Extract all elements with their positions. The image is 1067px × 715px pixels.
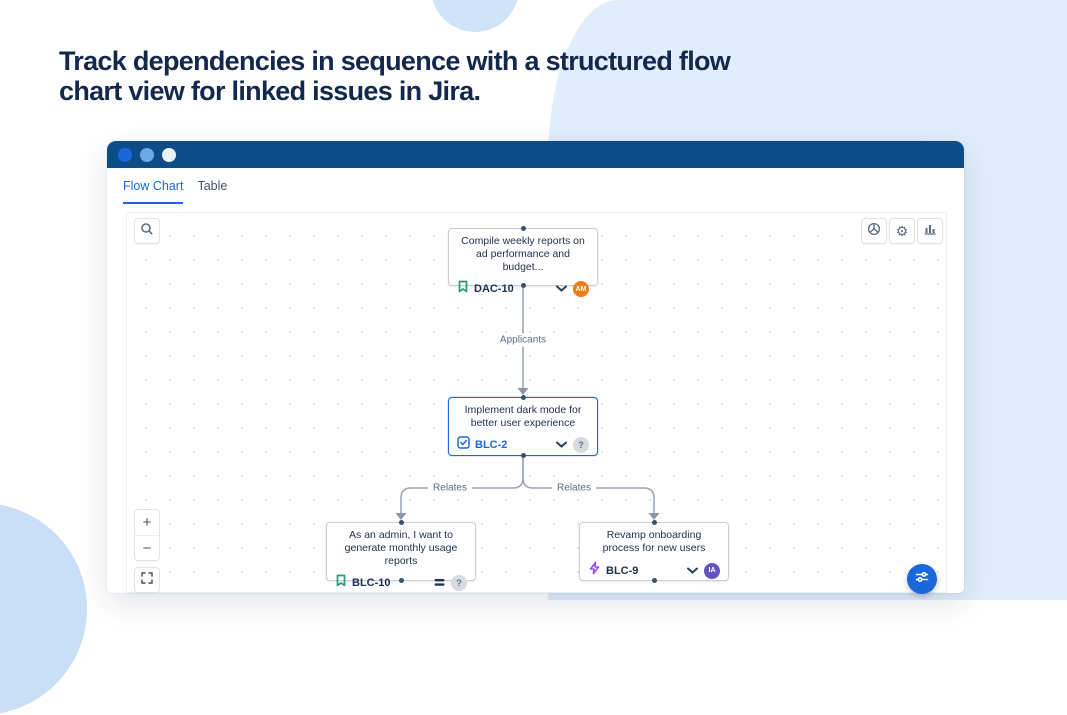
epic-lightning-icon xyxy=(588,561,601,580)
chart-stats-button[interactable] xyxy=(917,218,943,244)
titlebar-dot-1 xyxy=(118,147,132,162)
tab-flow-chart[interactable]: Flow Chart xyxy=(123,179,184,204)
unassigned-avatar-badge[interactable]: ? xyxy=(573,437,589,453)
graph-view-icon xyxy=(867,222,881,241)
chevron-down-icon[interactable] xyxy=(686,562,699,580)
issue-node-blc-9[interactable]: Revamp onboarding process for new users … xyxy=(579,520,729,583)
flow-chart-canvas[interactable]: Applicants Relates Relates ⚙ xyxy=(126,212,947,594)
settings-gear-icon: ⚙ xyxy=(895,223,909,239)
unassigned-avatar-badge[interactable]: ? xyxy=(451,575,467,591)
app-window: Flow Chart Table Applicants Relates Rela… xyxy=(107,141,964,594)
issue-summary: Implement dark mode for better user expe… xyxy=(464,404,582,429)
chevron-down-icon[interactable] xyxy=(555,436,568,454)
edge-label-applicants: Applicants xyxy=(494,333,552,347)
page-title: Track dependencies in sequence with a st… xyxy=(59,46,731,106)
task-checkbox-icon xyxy=(457,436,470,454)
sliders-tune-icon xyxy=(914,569,930,590)
page-title-line1: Track dependencies in sequence with a st… xyxy=(59,46,731,76)
zoom-out-button[interactable]: − xyxy=(135,535,159,560)
search-icon xyxy=(140,222,154,241)
page-title-line2: chart view for linked issues in Jira. xyxy=(59,76,481,106)
issue-summary: As an admin, I want to generate monthly … xyxy=(344,529,458,567)
issue-node-dac-10[interactable]: Compile weekly reports on ad performance… xyxy=(448,226,598,297)
chevron-down-icon[interactable] xyxy=(555,280,568,298)
view-tabs: Flow Chart Table xyxy=(123,179,227,204)
search-button[interactable] xyxy=(134,218,160,244)
zoom-in-button[interactable]: + xyxy=(142,514,152,531)
assignee-avatar[interactable]: IA xyxy=(704,562,720,579)
issue-summary: Revamp onboarding process for new users xyxy=(602,529,706,554)
bar-chart-icon xyxy=(923,222,937,241)
medium-priority-icon xyxy=(433,574,446,592)
assignee-avatar[interactable]: AM xyxy=(573,281,589,297)
story-bookmark-icon xyxy=(335,574,347,592)
settings-button[interactable]: ⚙ xyxy=(889,218,915,244)
issue-summary: Compile weekly reports on ad performance… xyxy=(461,235,585,273)
issue-key: BLC-10 xyxy=(352,577,391,589)
tab-table[interactable]: Table xyxy=(197,179,228,193)
edge-label-relates-left: Relates xyxy=(428,481,472,495)
titlebar-dot-3 xyxy=(162,147,176,162)
window-titlebar xyxy=(107,141,964,168)
decorative-circle-top xyxy=(431,0,519,32)
filter-settings-fab[interactable] xyxy=(907,564,937,594)
issue-key: DAC-10 xyxy=(474,283,514,295)
edge-label-relates-right: Relates xyxy=(552,481,596,495)
zoom-controls: + − xyxy=(134,509,160,561)
titlebar-dot-2 xyxy=(140,147,154,162)
issue-key: BLC-9 xyxy=(606,564,639,577)
issue-node-blc-2[interactable]: Implement dark mode for better user expe… xyxy=(448,395,598,458)
fullscreen-icon xyxy=(141,571,153,589)
fullscreen-button[interactable] xyxy=(134,567,160,593)
issue-node-blc-10[interactable]: As an admin, I want to generate monthly … xyxy=(326,520,476,591)
issue-key: BLC-2 xyxy=(475,439,508,451)
graph-view-button[interactable] xyxy=(861,218,887,244)
story-bookmark-icon xyxy=(457,280,469,298)
decorative-circle-bottom-left xyxy=(0,503,87,715)
